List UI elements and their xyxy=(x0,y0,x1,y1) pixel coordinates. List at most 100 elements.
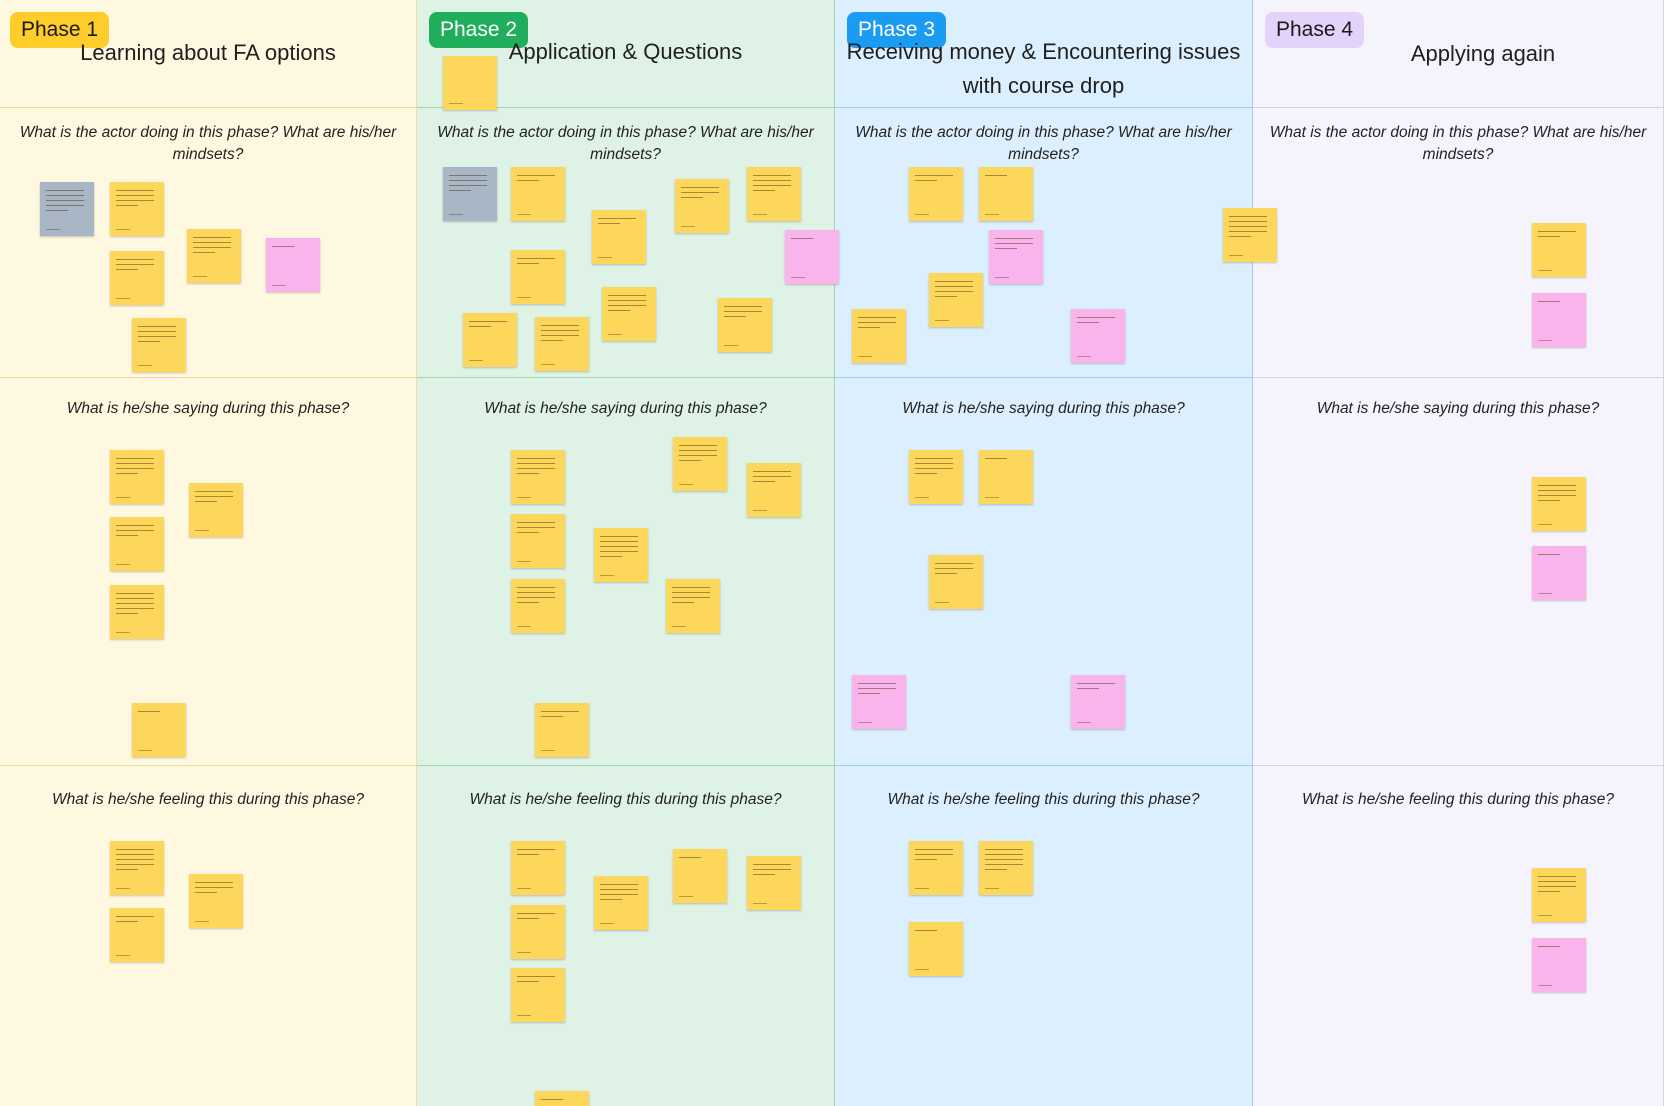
sticky-note[interactable] xyxy=(718,298,772,352)
sticky-note-author xyxy=(195,921,209,922)
sticky-note[interactable] xyxy=(40,182,94,236)
sticky-note[interactable] xyxy=(132,703,186,757)
sticky-note-text-line xyxy=(116,468,154,469)
sticky-note[interactable] xyxy=(511,450,565,504)
sticky-note[interactable] xyxy=(594,528,648,582)
sticky-note[interactable] xyxy=(1532,938,1586,992)
sticky-note-text-line xyxy=(753,175,791,176)
sticky-note-text-line xyxy=(138,341,160,342)
sticky-note[interactable] xyxy=(594,876,648,930)
sticky-note[interactable] xyxy=(747,856,801,910)
sticky-note[interactable] xyxy=(909,841,963,895)
sticky-note-text-line xyxy=(138,711,160,712)
sticky-note[interactable] xyxy=(909,450,963,504)
phase-3-tag[interactable]: Phase 3 xyxy=(847,12,947,48)
sticky-note-text-line xyxy=(1077,317,1115,318)
sticky-note[interactable] xyxy=(110,251,164,305)
sticky-note-text-line xyxy=(116,864,154,865)
sticky-note-text-line xyxy=(1538,490,1576,491)
sticky-note[interactable] xyxy=(747,463,801,517)
sticky-note[interactable] xyxy=(909,167,963,221)
sticky-note[interactable] xyxy=(189,483,243,537)
phase-4-tag[interactable]: Phase 4 xyxy=(1265,12,1365,48)
sticky-note[interactable] xyxy=(592,210,646,264)
sticky-note[interactable] xyxy=(132,318,186,372)
sticky-note[interactable] xyxy=(1532,477,1586,531)
sticky-note[interactable] xyxy=(909,922,963,976)
sticky-note[interactable] xyxy=(666,579,720,633)
sticky-note[interactable] xyxy=(1071,309,1125,363)
sticky-note[interactable] xyxy=(785,230,839,284)
sticky-note[interactable] xyxy=(602,287,656,341)
sticky-note-text-line xyxy=(449,175,487,176)
sticky-note[interactable] xyxy=(443,56,497,110)
sticky-note[interactable] xyxy=(673,437,727,491)
sticky-note[interactable] xyxy=(1532,223,1586,277)
sticky-note[interactable] xyxy=(110,182,164,236)
sticky-note[interactable] xyxy=(511,968,565,1022)
sticky-note[interactable] xyxy=(1532,546,1586,600)
phase-2-saying-question: What is he/she saying during this phase? xyxy=(484,400,767,417)
sticky-note-text-line xyxy=(116,613,138,614)
sticky-note[interactable] xyxy=(511,905,565,959)
sticky-note[interactable] xyxy=(1223,208,1277,262)
sticky-note-text-line xyxy=(935,291,973,292)
sticky-note[interactable] xyxy=(110,841,164,895)
sticky-note[interactable] xyxy=(979,450,1033,504)
sticky-note[interactable] xyxy=(929,273,983,327)
sticky-note[interactable] xyxy=(979,167,1033,221)
sticky-note-text-line xyxy=(517,258,555,259)
sticky-note[interactable] xyxy=(1071,675,1125,729)
sticky-note-author xyxy=(915,497,929,498)
sticky-note[interactable] xyxy=(187,229,241,283)
sticky-note[interactable] xyxy=(535,703,589,757)
sticky-note[interactable] xyxy=(929,555,983,609)
sticky-note[interactable] xyxy=(511,841,565,895)
sticky-note-text-line xyxy=(1538,554,1560,555)
sticky-note[interactable] xyxy=(463,313,517,367)
sticky-note-author xyxy=(791,277,805,278)
phase-2-tag[interactable]: Phase 2 xyxy=(429,12,529,48)
sticky-note-text-line xyxy=(598,218,636,219)
sticky-note-text-line xyxy=(724,316,746,317)
sticky-note[interactable] xyxy=(535,317,589,371)
sticky-note[interactable] xyxy=(110,585,164,639)
sticky-note[interactable] xyxy=(979,841,1033,895)
sticky-note[interactable] xyxy=(266,238,320,292)
sticky-note-text-line xyxy=(541,340,563,341)
sticky-note-text-line xyxy=(116,869,138,870)
sticky-note[interactable] xyxy=(110,908,164,962)
sticky-note-text-line xyxy=(753,185,791,186)
sticky-note-author xyxy=(517,561,531,562)
sticky-note[interactable] xyxy=(511,579,565,633)
sticky-note[interactable] xyxy=(511,167,565,221)
phase-3-header xyxy=(835,0,1252,108)
sticky-note[interactable] xyxy=(443,167,497,221)
sticky-note[interactable] xyxy=(189,874,243,928)
sticky-note[interactable] xyxy=(535,1091,589,1106)
sticky-note[interactable] xyxy=(1532,293,1586,347)
sticky-note[interactable] xyxy=(675,179,729,233)
sticky-note-text-line xyxy=(1538,876,1576,877)
phase-1-tag[interactable]: Phase 1 xyxy=(10,12,110,48)
sticky-note[interactable] xyxy=(511,514,565,568)
sticky-note[interactable] xyxy=(989,230,1043,284)
sticky-note[interactable] xyxy=(673,849,727,903)
sticky-note[interactable] xyxy=(852,309,906,363)
sticky-note[interactable] xyxy=(1532,868,1586,922)
sticky-note-author xyxy=(449,214,463,215)
sticky-note[interactable] xyxy=(110,517,164,571)
sticky-note-text-line xyxy=(116,195,154,196)
phase-2-title: Application & Questions xyxy=(508,39,743,64)
sticky-note[interactable] xyxy=(747,167,801,221)
sticky-note-text-line xyxy=(517,468,555,469)
sticky-note-text-line xyxy=(541,335,579,336)
sticky-note[interactable] xyxy=(852,675,906,729)
sticky-note-text-line xyxy=(600,894,638,895)
sticky-note[interactable] xyxy=(511,250,565,304)
sticky-note-text-line xyxy=(858,688,896,689)
sticky-note-author xyxy=(1538,985,1552,986)
sticky-note-text-line xyxy=(46,205,84,206)
sticky-note[interactable] xyxy=(110,450,164,504)
